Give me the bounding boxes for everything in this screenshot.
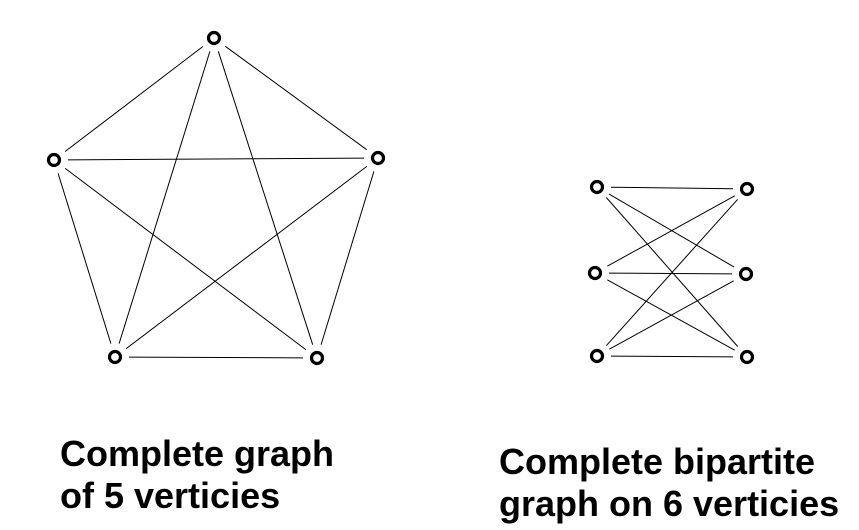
caption-line: Complete graph xyxy=(60,433,335,474)
edge-k5-upper-left-lower-right xyxy=(64,168,307,350)
caption-complete-bipartite-graph: Complete bipartite graph on 6 verticies xyxy=(499,441,839,525)
vertex-k33-right-1 xyxy=(739,181,755,197)
edge-k5-upper-left-lower-left xyxy=(57,173,112,344)
edge-k5-upper-right-lower-right xyxy=(320,171,375,345)
edge-k5-top-lower-right xyxy=(217,51,314,345)
vertex-k5-lower-right xyxy=(309,350,325,366)
edge-k33-left-3-right-2 xyxy=(609,280,734,350)
edge-k5-top-lower-left xyxy=(118,51,211,344)
vertex-k5-lower-left xyxy=(107,349,123,365)
vertex-k5-upper-right xyxy=(370,150,386,166)
vertex-k33-left-2 xyxy=(587,265,603,281)
vertices-layer xyxy=(46,30,755,366)
edge-k33-left-3-right-1 xyxy=(606,199,738,346)
edge-k5-lower-left-lower-right xyxy=(128,356,304,359)
edge-k33-left-2-right-1 xyxy=(607,195,735,267)
vertex-k5-top xyxy=(206,30,222,46)
vertex-k5-upper-left xyxy=(46,152,62,168)
edge-k5-top-upper-right xyxy=(225,45,367,151)
edge-k5-upper-right-lower-left xyxy=(125,166,368,349)
edge-k5-upper-left-upper-right xyxy=(67,157,365,161)
edge-k5-top-upper-left xyxy=(64,46,204,152)
caption-line: Complete bipartite xyxy=(499,441,816,482)
edge-k33-left-3-right-3 xyxy=(610,355,734,358)
caption-line: of 5 verticies xyxy=(60,475,281,516)
vertex-k33-left-1 xyxy=(589,179,605,195)
vertex-k33-right-2 xyxy=(738,266,754,282)
edges-layer xyxy=(57,45,739,359)
caption-complete-graph: Complete graph of 5 verticies xyxy=(60,433,334,517)
vertex-k33-left-3 xyxy=(589,348,605,364)
edge-k33-left-1-right-1 xyxy=(610,186,734,190)
caption-line: graph on 6 verticies xyxy=(499,483,840,524)
vertex-k33-right-3 xyxy=(739,349,755,365)
